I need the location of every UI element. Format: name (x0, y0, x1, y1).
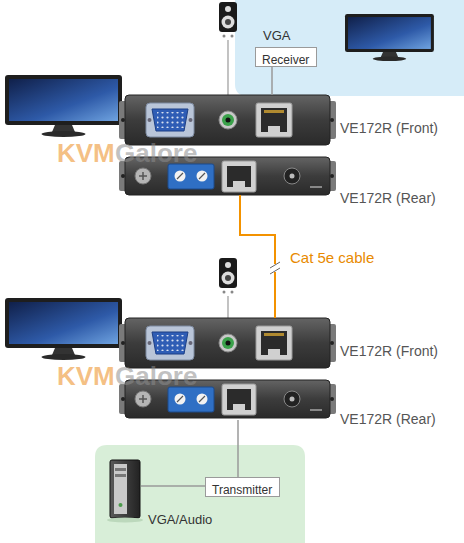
extender-front: VE172R (Front) (125, 95, 330, 145)
watermark: Galore (115, 139, 197, 169)
video-cable (271, 67, 273, 95)
part-label: VE172R (Rear) (340, 190, 436, 206)
computer-icon (107, 460, 143, 523)
video-cable (237, 420, 239, 477)
connector-group (272, 67, 273, 95)
network-cable (240, 195, 275, 318)
extender-front: VE172R (Front) (125, 318, 330, 368)
speaker-icon (219, 2, 237, 38)
transmitter-panel (95, 445, 305, 543)
transmitter-panel: VGA/Audio Transmitter (95, 445, 305, 543)
part-label: VE172R (Front) (340, 343, 438, 359)
extender-front (119, 318, 336, 368)
monitor-icon (345, 14, 434, 61)
part-label: VGA (263, 29, 290, 44)
cable-break (270, 262, 280, 268)
cable-break (270, 268, 280, 274)
video-cable (141, 485, 205, 487)
part-label: VGA/Audio (148, 513, 212, 528)
receiver-box: Receiver (255, 47, 317, 67)
computer-icon (115, 468, 126, 471)
monitor-icon (5, 75, 122, 137)
connector-group (240, 195, 282, 318)
part-label: VE172R (Front) (340, 120, 438, 136)
speaker-icon (219, 258, 237, 294)
cable-label: Cat 5e cable (290, 249, 374, 266)
transmitter-box: Transmitter (205, 477, 280, 497)
watermark: Galore (115, 362, 197, 392)
computer-icon (107, 518, 143, 523)
computer-icon (115, 474, 126, 477)
receiver-panel (235, 0, 464, 96)
computer-icon (110, 460, 140, 518)
computer-icon (114, 464, 127, 514)
box-label: Transmitter (212, 484, 272, 498)
connector-group (238, 420, 239, 477)
watermark: KVM (57, 362, 115, 392)
computer-icon (119, 503, 123, 507)
part-label: VE172R (Rear) (340, 411, 436, 427)
extender-front (119, 95, 336, 145)
watermark: KVM (57, 139, 115, 169)
monitor-icon (5, 298, 122, 360)
box-label: Receiver (262, 54, 309, 68)
receiver-panel: VGA Receiver (235, 0, 464, 96)
